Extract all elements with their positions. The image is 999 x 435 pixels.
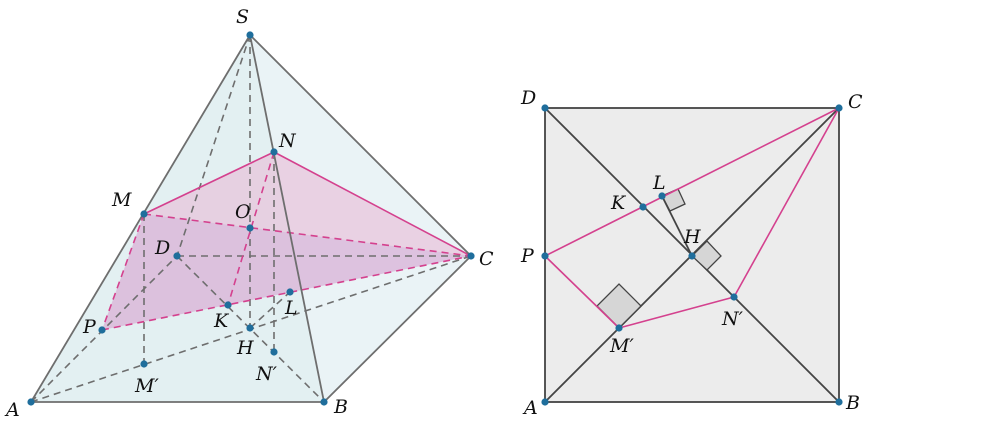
edge-AD <box>30 255 178 403</box>
section-fill-inner <box>102 214 471 330</box>
point-N <box>270 148 278 156</box>
section-MN <box>143 151 275 215</box>
segment-MpNp <box>618 296 735 329</box>
point-O <box>246 224 254 232</box>
label-D: D <box>154 237 170 259</box>
point-M <box>140 210 148 218</box>
square-figure: D C L K H P M′ N′ A B <box>520 87 863 419</box>
edge-SA <box>30 34 251 403</box>
point-L <box>286 288 294 296</box>
right-angle-marker-H <box>691 240 722 271</box>
point-B <box>320 398 328 406</box>
label-Np: N′ <box>255 363 278 385</box>
section-PC <box>101 255 472 331</box>
label-Np: N′ <box>721 308 744 330</box>
point-D <box>541 104 549 112</box>
point-K <box>224 301 232 309</box>
point-K <box>639 203 647 211</box>
section-NC <box>273 151 472 257</box>
label-H: H <box>683 226 701 248</box>
label-A: A <box>4 399 20 421</box>
section-MC <box>143 213 472 257</box>
section-NK <box>227 151 275 306</box>
point-C <box>835 104 843 112</box>
point-Np <box>730 293 738 301</box>
label-D: D <box>520 87 536 109</box>
point-S <box>246 31 254 39</box>
edge-SD <box>176 34 251 257</box>
edge-DB <box>176 255 325 403</box>
point-H <box>688 252 696 260</box>
label-C: C <box>479 248 494 270</box>
point-A <box>541 398 549 406</box>
edge-HL <box>249 291 291 329</box>
section-fill <box>102 152 471 330</box>
point-Np <box>270 348 278 356</box>
label-O: O <box>235 201 251 223</box>
label-K: K <box>213 310 230 332</box>
label-K: K <box>610 192 627 214</box>
point-Mp <box>615 324 623 332</box>
point-D <box>173 252 181 260</box>
label-L: L <box>284 297 298 319</box>
edge-SC <box>249 34 472 257</box>
label-P: P <box>82 316 97 338</box>
label-H: H <box>236 337 254 359</box>
pyramid-face-left <box>31 35 324 402</box>
label-A: A <box>522 397 538 419</box>
label-B: B <box>845 392 860 414</box>
label-P: P <box>520 245 535 267</box>
point-H <box>246 324 254 332</box>
point-Mp <box>140 360 148 368</box>
point-P <box>98 326 106 334</box>
label-B: B <box>333 396 348 418</box>
section-MP <box>101 213 145 331</box>
point-L <box>658 192 666 200</box>
label-S: S <box>236 6 249 28</box>
segment-NpC <box>733 107 840 298</box>
pyramid-figure: S N M O D C P K L H M′ N′ A B <box>4 6 494 421</box>
point-C <box>467 252 475 260</box>
segment-HL <box>661 195 693 257</box>
label-M: M <box>111 189 132 211</box>
point-A <box>27 398 35 406</box>
segment-PC <box>544 107 840 257</box>
segment-PMp <box>544 255 620 329</box>
label-Mp: M′ <box>609 335 634 357</box>
label-C: C <box>848 91 863 113</box>
edge-BC <box>323 255 472 403</box>
label-Mp: M′ <box>134 375 159 397</box>
label-L: L <box>652 172 666 194</box>
point-B <box>835 398 843 406</box>
point-P <box>541 252 549 260</box>
edge-SB <box>249 34 325 403</box>
label-N: N <box>278 130 297 152</box>
